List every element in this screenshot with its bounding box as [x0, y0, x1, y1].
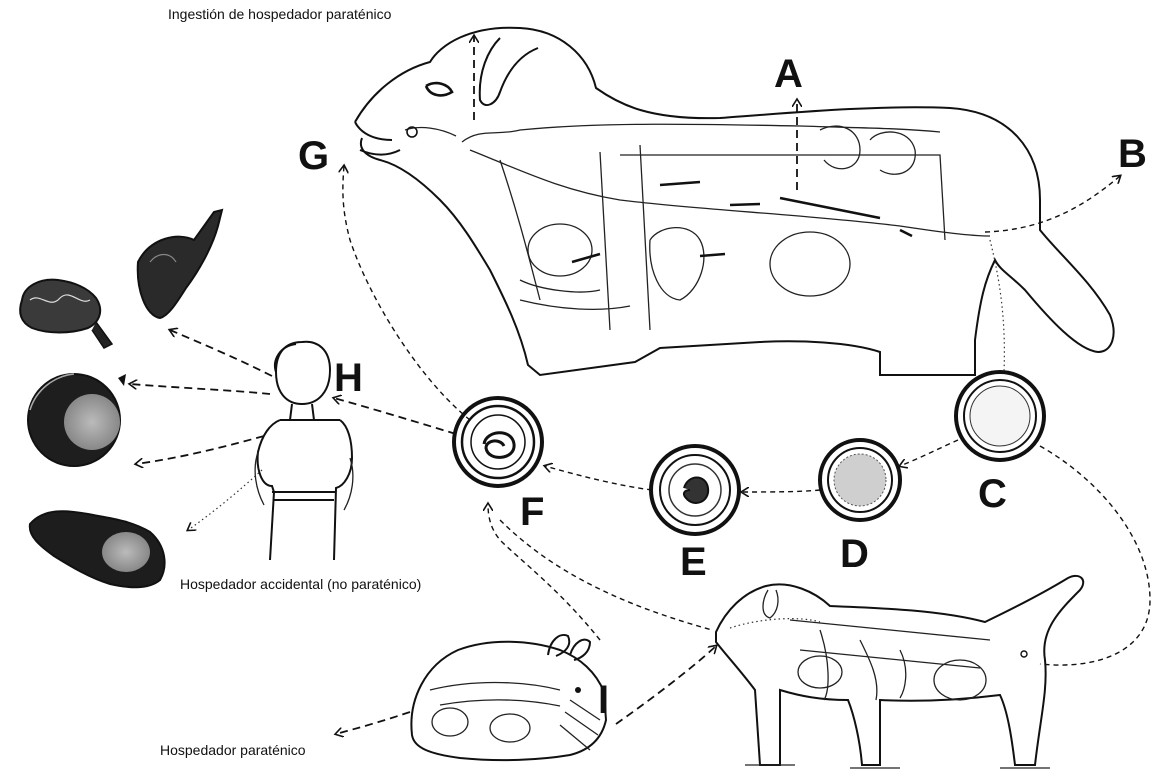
egg-f	[454, 398, 542, 486]
label-a: A	[774, 54, 803, 94]
lung-organ	[30, 511, 165, 587]
brain-organ	[20, 280, 112, 348]
label-d: D	[840, 534, 869, 574]
label-e: E	[680, 542, 707, 582]
liver-organ	[138, 210, 222, 318]
caption-accidental-host: Hospedador accidental (no paraténico)	[180, 576, 421, 592]
label-i: I	[598, 680, 609, 720]
puppy	[716, 576, 1083, 768]
egg-e	[651, 446, 739, 534]
label-h: H	[334, 358, 363, 398]
label-g: G	[298, 136, 329, 176]
caption-paratenic-ingestion: Ingestión de hospedador paraténico	[168, 6, 391, 22]
eye-organ	[28, 374, 126, 466]
adult-dog	[355, 28, 1114, 375]
caption-paratenic-host: Hospedador paraténico	[160, 742, 306, 758]
label-b: B	[1118, 134, 1147, 174]
egg-c	[956, 372, 1044, 460]
label-c: C	[978, 474, 1007, 514]
egg-d	[820, 440, 900, 520]
rodent	[411, 635, 606, 760]
label-f: F	[520, 492, 544, 532]
